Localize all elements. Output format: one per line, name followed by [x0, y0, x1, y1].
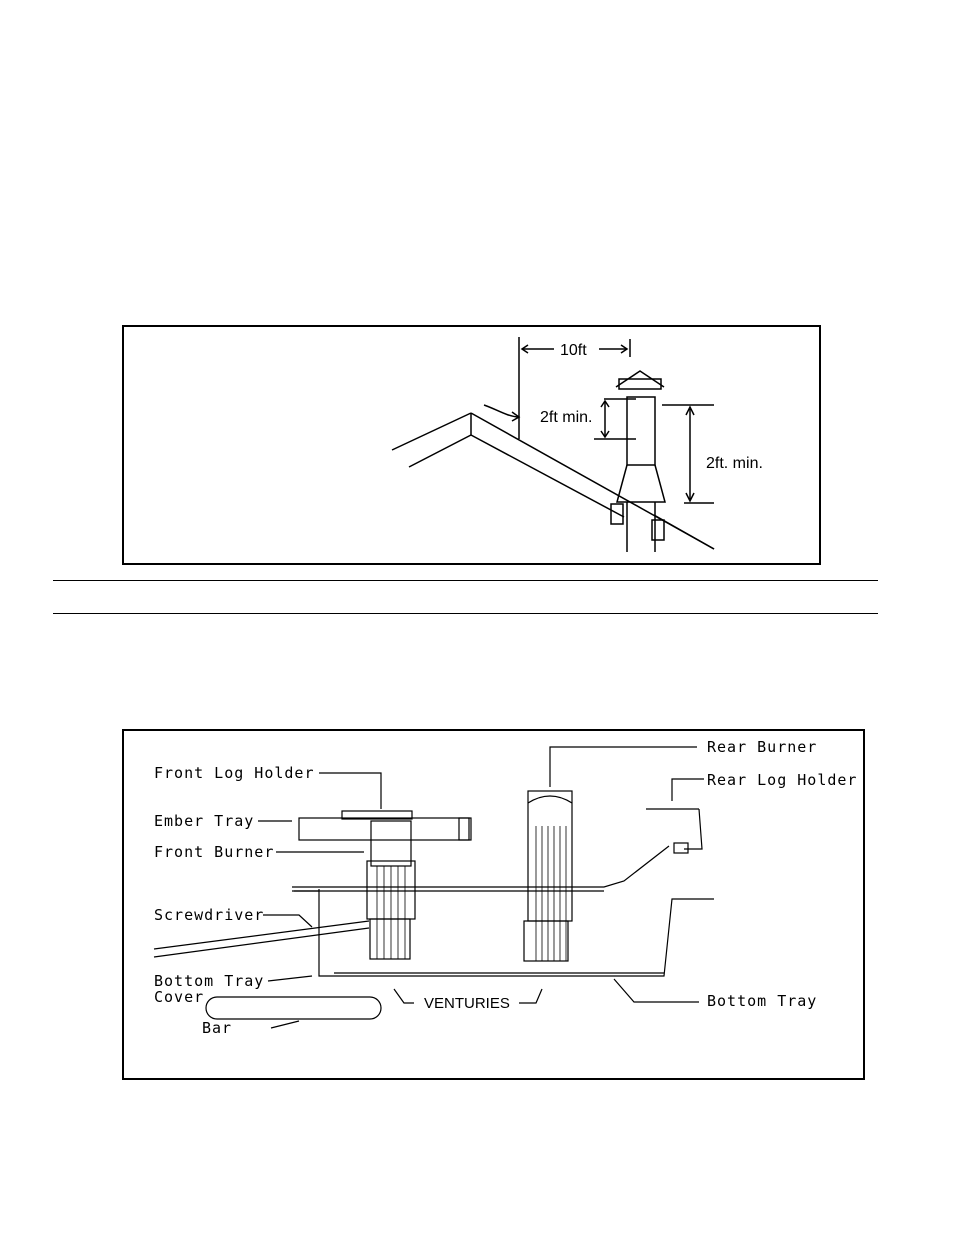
- bar: [206, 997, 381, 1019]
- divider-top: [53, 580, 878, 581]
- label-bottom-tray: Bottom Tray: [707, 992, 817, 1010]
- label-rear-burner: Rear Burner: [707, 738, 817, 756]
- label-ember-tray: Ember Tray: [154, 812, 254, 830]
- screwdriver: [154, 921, 369, 949]
- figure-burner-assembly: Rear Burner Front Log Holder Rear Log Ho…: [122, 729, 865, 1080]
- rear-burner: [528, 791, 572, 921]
- label-screwdriver: Screwdriver: [154, 906, 264, 924]
- flashing-right: [652, 520, 664, 540]
- burner-diagram: Rear Burner Front Log Holder Rear Log Ho…: [124, 731, 867, 1082]
- label-rear-log-holder: Rear Log Holder: [707, 771, 857, 789]
- figure-chimney-clearance: 10ft 2ft min. 2ft. min.: [122, 325, 821, 565]
- label-bottom-tray-cover-2: Cover: [154, 988, 204, 1006]
- front-venturi: [370, 919, 410, 959]
- roof-left-outer: [392, 413, 471, 450]
- chimney-flare: [617, 465, 665, 502]
- label-10ft: 10ft: [560, 342, 587, 359]
- label-chimney-height: 2ft. min.: [706, 455, 763, 472]
- label-venturies: VENTURIES: [424, 995, 510, 1012]
- label-bar: Bar: [202, 1019, 232, 1037]
- divider-bottom: [53, 613, 878, 614]
- label-ridge-clearance: 2ft min.: [540, 409, 592, 426]
- bottom-tray: [319, 889, 714, 976]
- roof-left-inner: [409, 435, 471, 467]
- chimney-diagram: 10ft 2ft min. 2ft. min.: [124, 327, 823, 567]
- roof-right-inner: [471, 435, 624, 517]
- front-burner: [371, 821, 411, 866]
- chimney-pipe: [627, 397, 655, 465]
- label-front-burner: Front Burner: [154, 843, 274, 861]
- label-front-log-holder: Front Log Holder: [154, 764, 315, 782]
